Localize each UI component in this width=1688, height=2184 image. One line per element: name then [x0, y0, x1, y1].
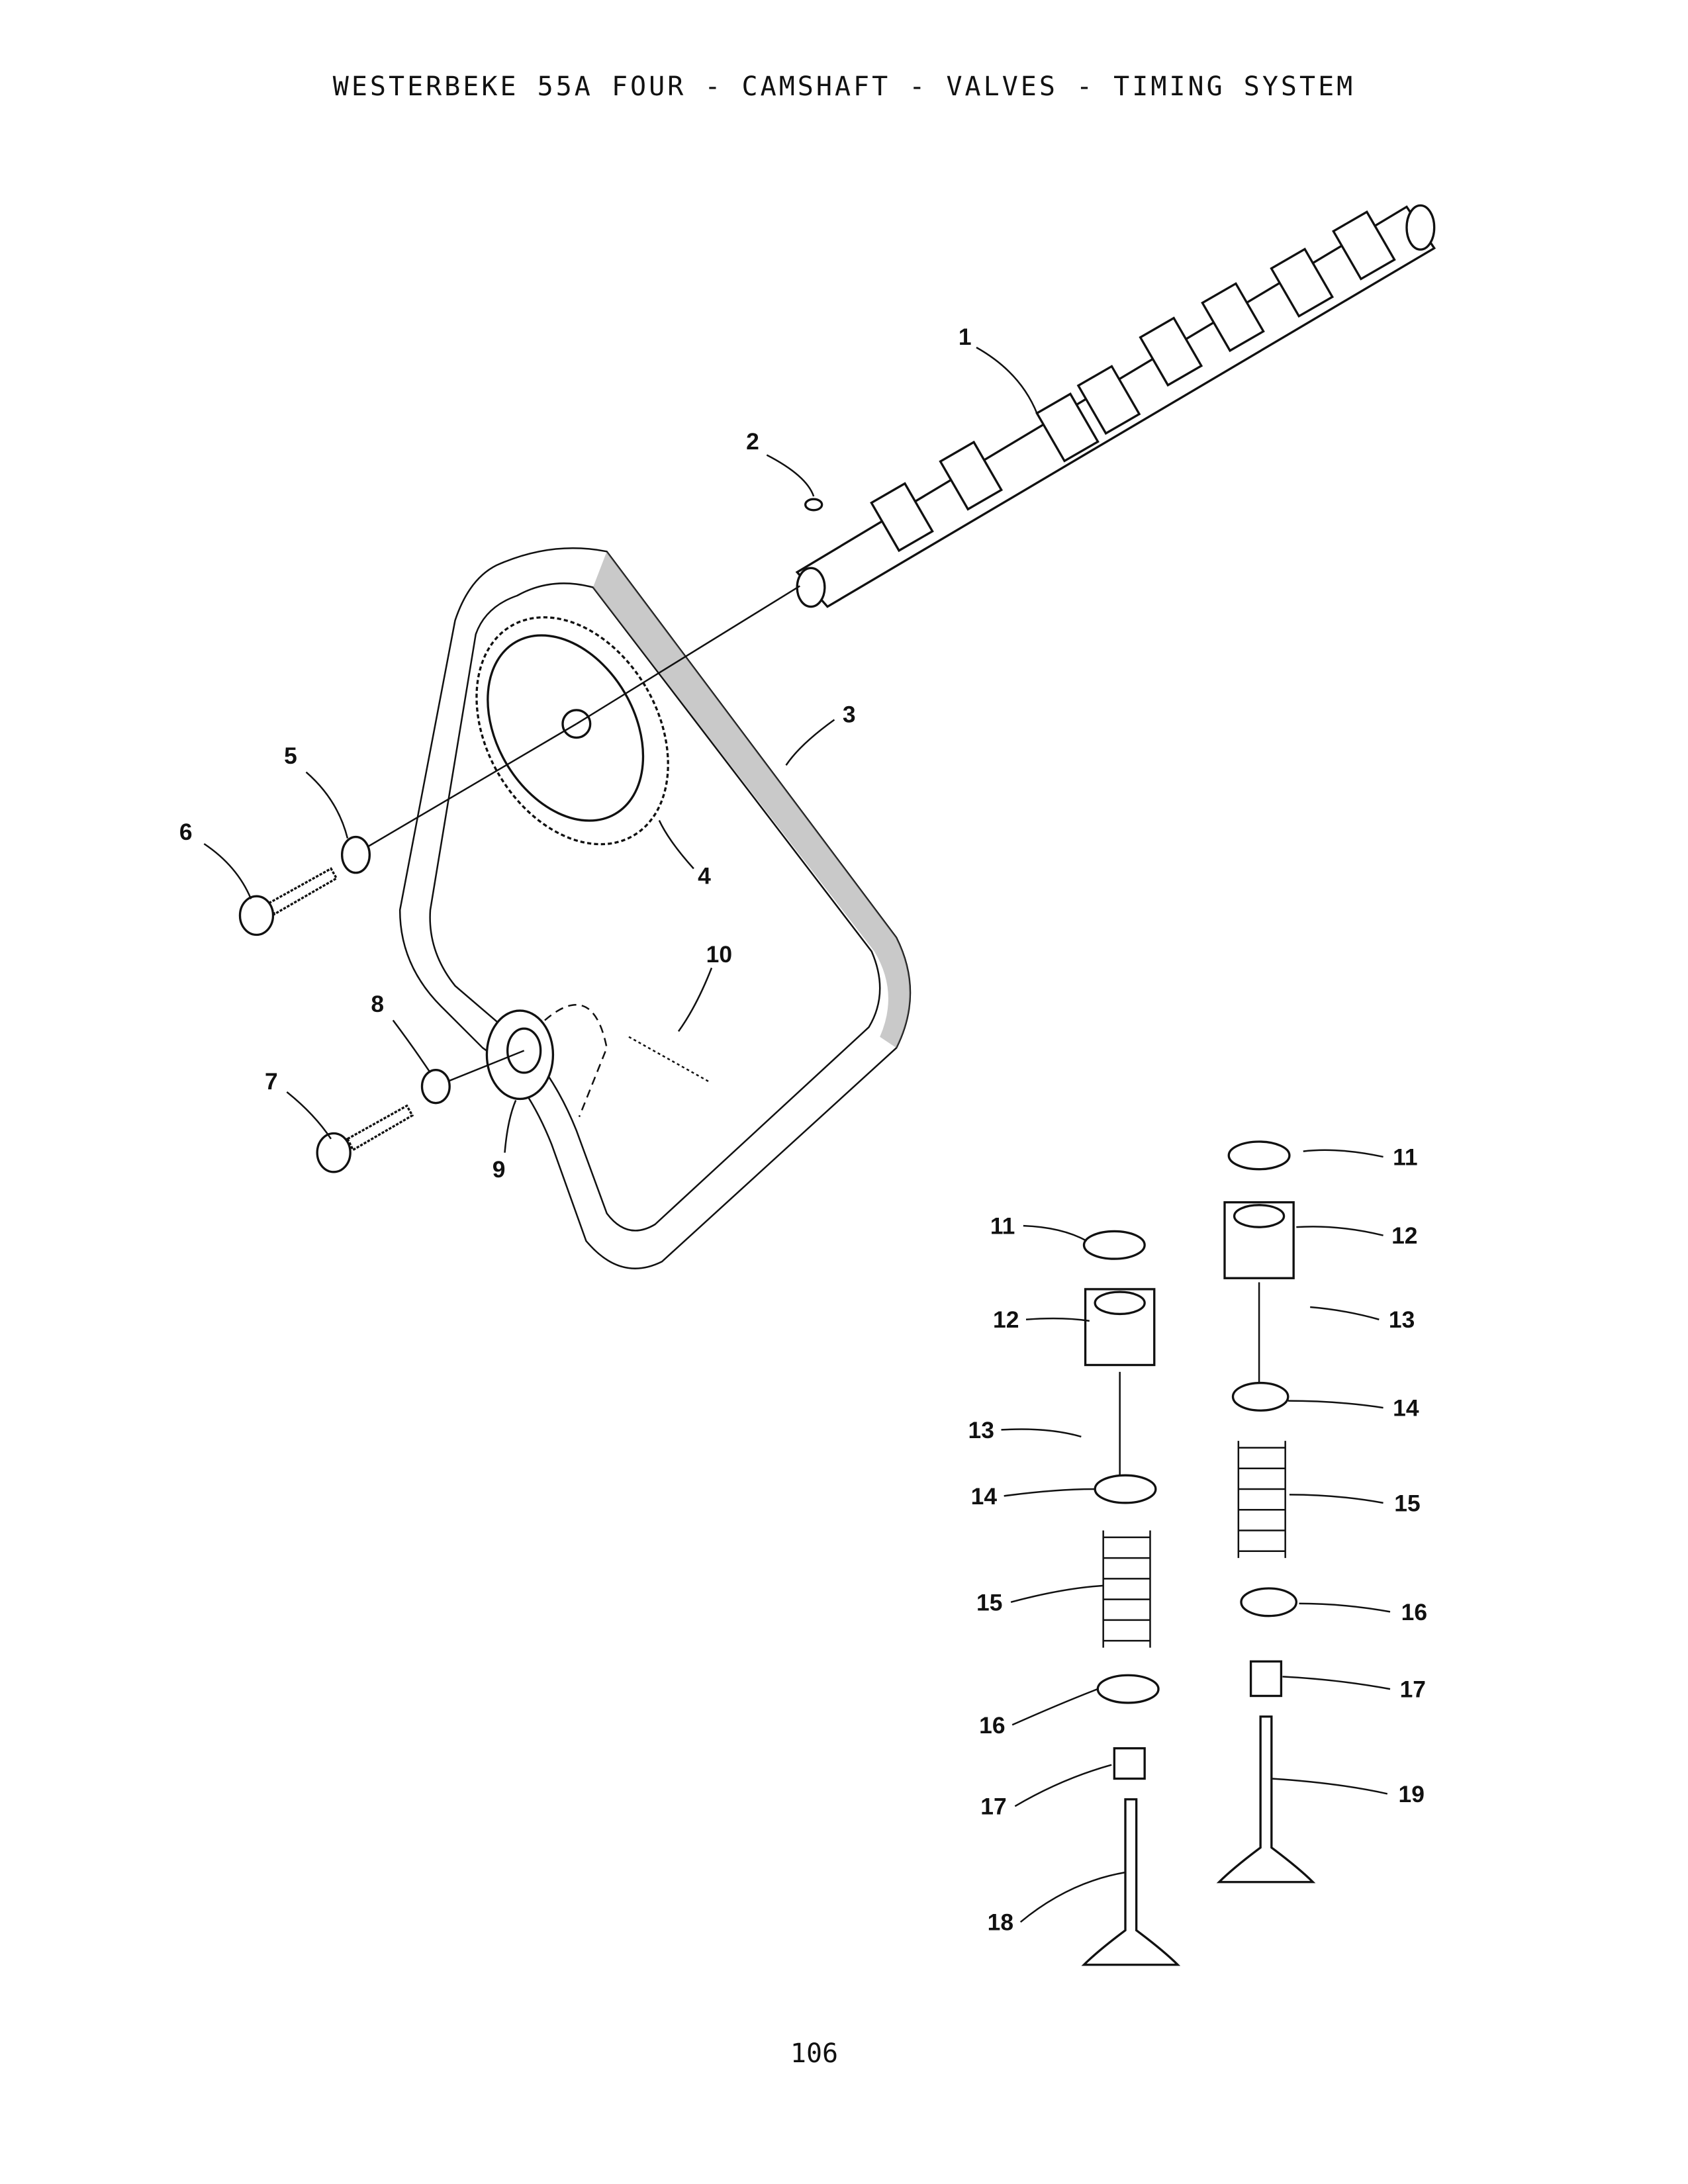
callout-left-17: 17 — [980, 1794, 1006, 1820]
callout-left-14: 14 — [971, 1483, 998, 1510]
tensioner-pulley — [485, 1004, 608, 1117]
callout-8: 8 — [371, 991, 384, 1017]
page-title: WESTERBEKE 55A FOUR - CAMSHAFT - VALVES … — [332, 71, 1356, 102]
camshaft — [795, 204, 1436, 608]
tensioner-bolt — [316, 1104, 414, 1173]
valve-assembly-left — [1081, 1230, 1181, 1966]
callout-right-19: 19 — [1399, 1781, 1425, 1807]
callout-6: 6 — [179, 819, 193, 845]
woodruff-key — [804, 498, 823, 512]
tensioner-spring — [628, 1036, 711, 1083]
callout-9: 9 — [492, 1156, 506, 1183]
callout-10: 10 — [706, 941, 732, 968]
callout-right-14: 14 — [1393, 1395, 1419, 1422]
callout-left-18: 18 — [988, 1909, 1013, 1936]
sprocket-washer — [341, 835, 371, 874]
callout-4: 4 — [698, 862, 711, 889]
callout-left-11: 11 — [990, 1213, 1015, 1240]
callout-left-15: 15 — [976, 1589, 1002, 1615]
callout-2: 2 — [746, 428, 759, 455]
tensioner-washer — [420, 1069, 451, 1105]
callout-right-13: 13 — [1389, 1306, 1415, 1333]
page-number: 106 — [790, 2038, 839, 2069]
timing-belt — [399, 547, 912, 1269]
callout-right-16: 16 — [1401, 1599, 1427, 1625]
callout-left-16: 16 — [979, 1712, 1005, 1739]
callout-7: 7 — [265, 1068, 278, 1095]
callout-left-13: 13 — [968, 1417, 994, 1443]
callout-right-17: 17 — [1400, 1676, 1426, 1703]
callout-1: 1 — [959, 324, 972, 350]
callout-5: 5 — [284, 743, 297, 769]
sprocket-bolt — [238, 867, 338, 936]
valve-assembly-right — [1216, 1140, 1316, 1884]
camshaft-sprocket — [475, 616, 669, 846]
callout-right-12: 12 — [1391, 1222, 1417, 1249]
callout-3: 3 — [843, 702, 856, 728]
callout-left-12: 12 — [993, 1306, 1019, 1333]
callout-right-11: 11 — [1393, 1144, 1417, 1170]
callout-right-15: 15 — [1394, 1490, 1420, 1516]
